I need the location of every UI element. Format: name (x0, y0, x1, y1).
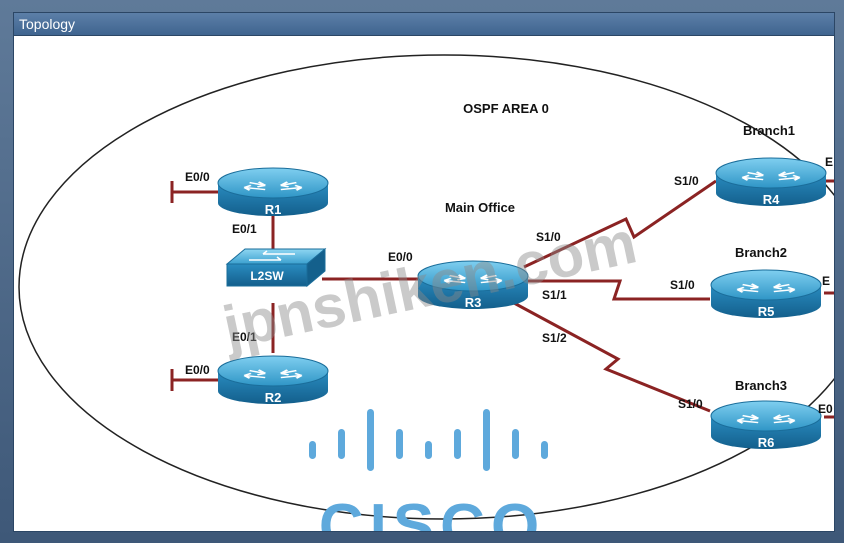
r1-e00-label: E0/0 (185, 170, 210, 184)
link-r3-r4 (523, 179, 717, 269)
r6-s10-label: S1/0 (678, 397, 703, 411)
branch3-label: Branch3 (735, 378, 787, 393)
r5-s10-label: S1/0 (670, 278, 695, 292)
topology-diagram: R1 R2 R3 R4 (18, 54, 834, 531)
title-bar: Topology (14, 13, 834, 36)
router-r4[interactable]: R4 (715, 157, 827, 207)
r2-e01-label: E0/1 (232, 330, 257, 344)
router-r3[interactable]: R3 (417, 260, 529, 310)
main-office-label: Main Office (445, 200, 515, 215)
switch-arrows-icon (249, 250, 295, 261)
window-title: Topology (19, 16, 76, 32)
cisco-logo: CISCO (309, 409, 548, 531)
r5-e-label: E (822, 274, 830, 288)
switch-l2sw[interactable]: L2SW (225, 247, 327, 288)
router-r2-label: R2 (265, 390, 282, 405)
r6-e-label: E0 (818, 402, 833, 416)
r3-s12-label: S1/2 (542, 331, 567, 345)
router-r4-label: R4 (763, 192, 780, 207)
r1-e01-label: E0/1 (232, 222, 257, 236)
r3-e00-label: E0/0 (388, 250, 413, 264)
router-r6-label: R6 (758, 435, 775, 450)
switch-label: L2SW (250, 269, 284, 283)
cisco-logo-text: CISCO (319, 492, 545, 531)
links (170, 179, 834, 419)
ospf-area-boundary (18, 54, 834, 520)
router-r2[interactable]: R2 (217, 355, 329, 405)
router-r1-label: R1 (265, 202, 282, 217)
topology-panel: Topology (13, 12, 835, 532)
link-r3-r6 (513, 301, 711, 413)
r4-e-label: E (825, 155, 833, 169)
link-r3-r5 (526, 279, 710, 301)
router-r3-label: R3 (465, 295, 482, 310)
branch1-label: Branch1 (743, 123, 795, 138)
branch2-label: Branch2 (735, 245, 787, 260)
r4-s10-label: S1/0 (674, 174, 699, 188)
router-r5-label: R5 (758, 304, 775, 319)
r3-s10-label: S1/0 (536, 230, 561, 244)
router-r1[interactable]: R1 (217, 167, 329, 217)
r2-e00-label: E0/0 (185, 363, 210, 377)
area-label: OSPF AREA 0 (463, 101, 549, 116)
router-r6[interactable]: R6 (710, 400, 822, 450)
router-r5[interactable]: R5 (710, 269, 822, 319)
r3-s11-label: S1/1 (542, 288, 567, 302)
